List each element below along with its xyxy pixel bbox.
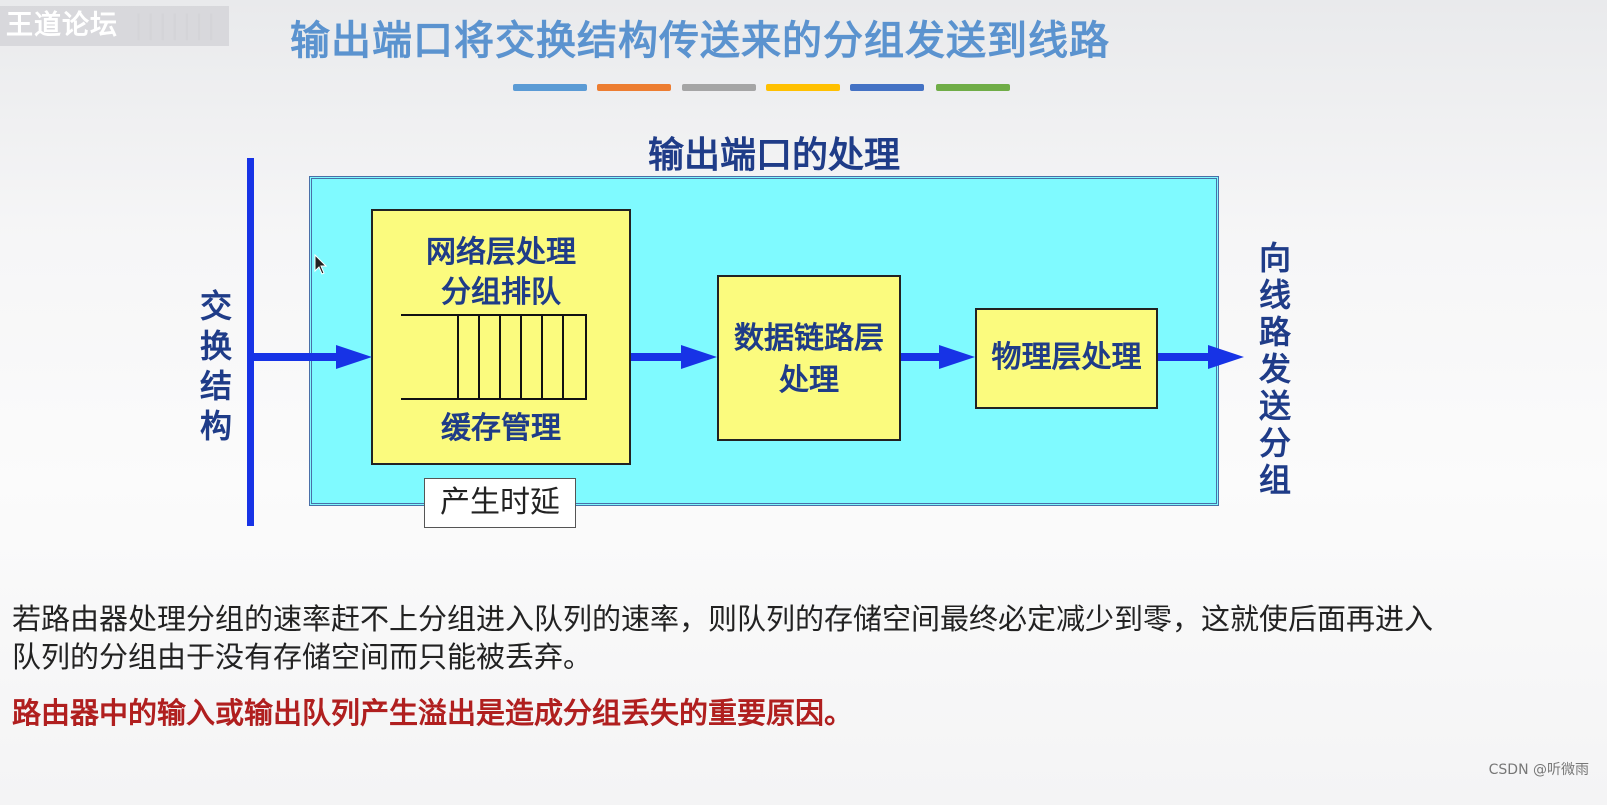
physical-layer-box: 物理层处理 bbox=[975, 308, 1158, 409]
physical-box-line1: 物理层处理 bbox=[991, 340, 1142, 375]
arrow-link-to-physical bbox=[901, 353, 941, 361]
arrow-physical-to-line bbox=[1158, 353, 1210, 361]
queue-slot bbox=[499, 316, 501, 398]
switch-fabric-bar bbox=[247, 158, 254, 526]
queue-slot bbox=[562, 316, 564, 398]
left-label-char: 构 bbox=[199, 407, 232, 445]
left-label-char: 结 bbox=[199, 367, 232, 405]
arrow-fabric-to-network bbox=[254, 353, 338, 361]
link-box-line2: 处理 bbox=[779, 363, 839, 398]
arrow-network-to-link bbox=[631, 353, 683, 361]
watermark: 王道论坛 ||||||| bbox=[0, 6, 229, 46]
arrow-head bbox=[939, 345, 975, 369]
network-box-footer: 缓存管理 bbox=[441, 411, 561, 446]
mouse-cursor-icon bbox=[314, 254, 328, 275]
right-label-char: 送 bbox=[1258, 387, 1291, 425]
right-label-char: 向 bbox=[1258, 239, 1291, 277]
link-box-line1: 数据链路层 bbox=[734, 321, 884, 356]
color-strip bbox=[682, 84, 756, 91]
color-strip bbox=[513, 84, 587, 91]
network-box-line1: 网络层处理 bbox=[426, 235, 576, 270]
page-title: 输出端口将交换结构传送来的分组发送到线路 bbox=[290, 18, 1110, 64]
right-label-char: 分 bbox=[1258, 424, 1291, 462]
packet-queue bbox=[401, 314, 587, 400]
queue-slot bbox=[541, 316, 543, 398]
right-label-char: 发 bbox=[1258, 350, 1291, 388]
conclusion-text: 路由器中的输入或输出队列产生溢出是造成分组丢失的重要原因。 bbox=[12, 696, 854, 730]
arrow-head bbox=[336, 345, 372, 369]
data-link-layer-box: 数据链路层 处理 bbox=[717, 275, 901, 441]
right-label-char: 组 bbox=[1258, 461, 1291, 499]
color-strip bbox=[936, 84, 1010, 91]
queue-slot bbox=[520, 316, 522, 398]
paragraph-line: 若路由器处理分组的速率赶不上分组进入队列的速率，则队列的存储空间最终必定减少到零… bbox=[12, 602, 1434, 636]
color-strip bbox=[766, 84, 840, 91]
right-label-char: 线 bbox=[1258, 276, 1291, 314]
diagram-title: 输出端口的处理 bbox=[648, 135, 901, 176]
queue-slot bbox=[478, 316, 480, 398]
arrow-head bbox=[681, 345, 717, 369]
paragraph-line: 队列的分组由于没有存储空间而只能被丢弃。 bbox=[12, 640, 593, 674]
queue-slot bbox=[457, 316, 459, 398]
network-box-line2: 分组排队 bbox=[441, 275, 561, 310]
watermark-tail: ||||||| bbox=[134, 10, 219, 41]
watermark-text: 王道论坛 bbox=[6, 10, 118, 41]
color-strip bbox=[597, 84, 671, 91]
credit-text: CSDN @听微雨 bbox=[1488, 762, 1589, 778]
network-layer-box: 网络层处理 分组排队 缓存管理 bbox=[371, 209, 631, 465]
delay-label: 产生时延 bbox=[424, 478, 576, 528]
explanation-paragraph: 若路由器处理分组的速率赶不上分组进入队列的速率，则队列的存储空间最终必定减少到零… bbox=[12, 600, 1572, 676]
left-label-char: 交 bbox=[199, 287, 232, 325]
left-label-char: 换 bbox=[199, 327, 232, 365]
arrow-head bbox=[1208, 345, 1244, 369]
color-strip bbox=[850, 84, 924, 91]
right-label-char: 路 bbox=[1258, 313, 1291, 351]
